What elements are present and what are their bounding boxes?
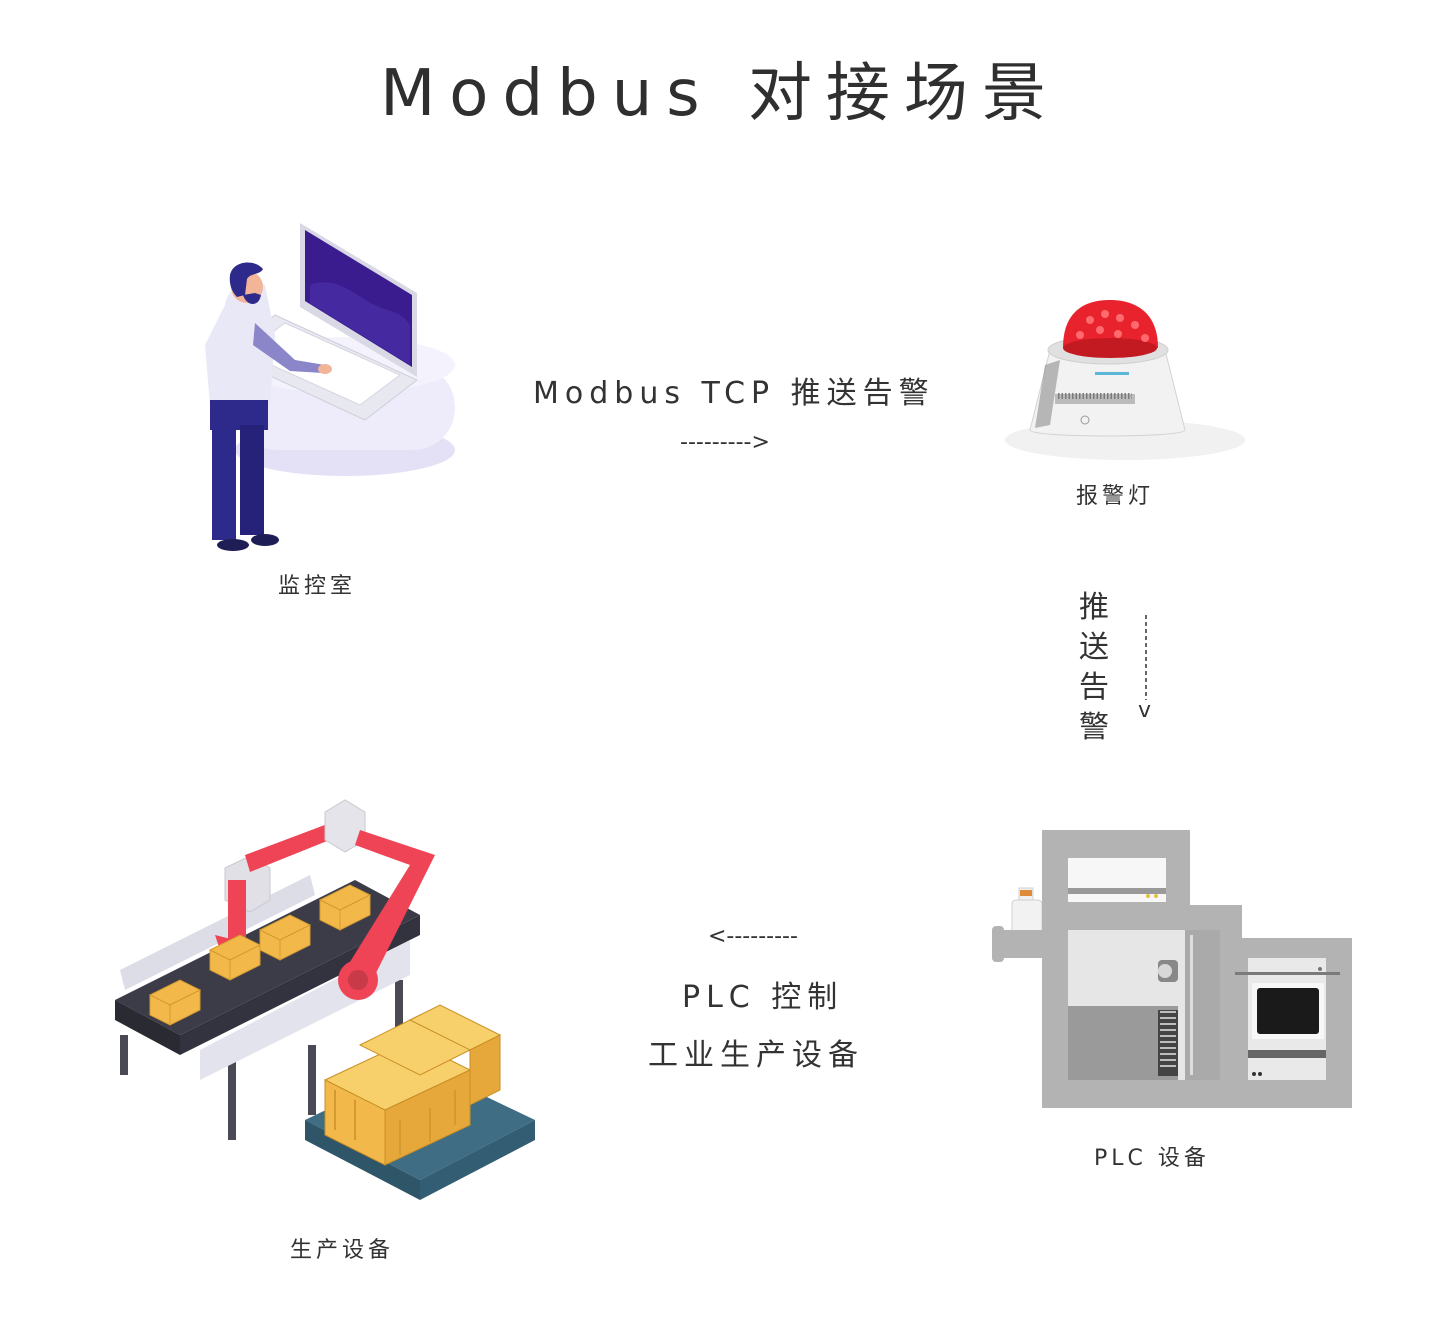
edge-push-alarm-label: 推 送 告 警 bbox=[1074, 588, 1114, 748]
production-equipment-label: 生产设备 bbox=[290, 1238, 395, 1263]
edge-plc-control-label: PLC 控制 bbox=[682, 980, 844, 1015]
edge-right-arrow: ---------> bbox=[680, 430, 770, 455]
edge-push-alarm-char: 送 bbox=[1079, 630, 1109, 665]
edge-down-arrow-head: v bbox=[1138, 698, 1152, 723]
alarm-light-label: 报警灯 bbox=[1076, 484, 1155, 509]
monitor-room-label: 监控室 bbox=[278, 574, 357, 599]
edge-push-alarm-char: 告 bbox=[1079, 670, 1109, 705]
plc-device-label: PLC 设备 bbox=[1094, 1146, 1210, 1171]
edge-push-alarm-char: 警 bbox=[1079, 710, 1109, 745]
plc-cabinet-icon bbox=[992, 830, 1352, 1108]
page-title: Modbus 对接场景 bbox=[380, 57, 1060, 131]
edge-modbus-tcp-label: Modbus TCP 推送告警 bbox=[533, 376, 935, 411]
conveyor-robot-arm-icon bbox=[115, 799, 535, 1200]
alarm-light-icon bbox=[1005, 300, 1245, 460]
edge-left-arrow: <--------- bbox=[708, 924, 798, 949]
edge-down-arrow-line bbox=[1145, 615, 1147, 700]
edge-push-alarm-char: 推 bbox=[1079, 590, 1109, 625]
edge-industrial-equipment-label: 工业生产设备 bbox=[648, 1038, 864, 1073]
monitor-operator-icon bbox=[205, 223, 455, 551]
